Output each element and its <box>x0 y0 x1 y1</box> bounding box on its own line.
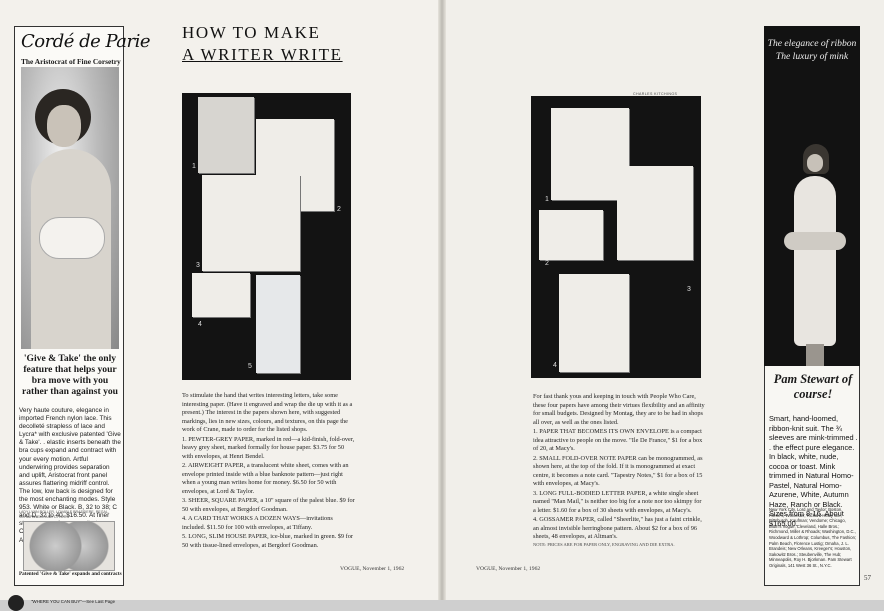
seal-icon <box>8 595 24 611</box>
photo-number: 3 <box>196 262 200 269</box>
title-line-1: HOW TO MAKE <box>182 23 321 42</box>
paper-item: 3. LONG FULL-BODIED LETTER PAPER, a whit… <box>533 489 702 514</box>
paper-sheet-5 <box>256 275 300 373</box>
paper-item: 2. SMALL FOLD-OVER NOTE PAPER can be mon… <box>533 454 703 488</box>
paper-sheet-3 <box>617 166 693 260</box>
page-number: 57 <box>864 574 871 582</box>
ad-headline: 'Give & Take' the only feature that help… <box>21 353 119 397</box>
mink-trim <box>784 232 846 250</box>
left-article-text: To stimulate the hand that writes intere… <box>182 392 356 550</box>
paper-item: 5. LONG, SLIM HOUSE PAPER, ice-blue, mar… <box>182 533 353 549</box>
model-legs <box>806 344 824 366</box>
paper-sheet-1 <box>198 97 254 173</box>
paper-sheet-3 <box>202 175 300 271</box>
ad-brand-subtitle: The Aristocrat of Fine Corsetry <box>21 57 121 66</box>
paper-sheet-4 <box>559 274 629 372</box>
paper-item: 3. SHEER, SQUARE PAPER, a 10" square of … <box>182 497 355 513</box>
photo-number: 4 <box>198 321 202 328</box>
ad-body-copy: Smart, hand-loomed, ribbon-knit suit. Th… <box>769 414 858 528</box>
photo-number: 5 <box>248 363 252 370</box>
paper-item: 1. PAPER THAT BECOMES ITS OWN ENVELOPE i… <box>533 428 703 452</box>
left-folio: VOGUE, November 1, 1962 <box>340 566 405 572</box>
intro-paragraph: To stimulate the hand that writes intere… <box>182 392 353 433</box>
intro-paragraph: For fast thank yous and keeping in touch… <box>533 393 705 426</box>
paper-item: 4. GOSSAMER PAPER, called "Sheerlite," h… <box>533 516 702 540</box>
bra-garment <box>39 217 105 259</box>
patent-caption: Patented 'Give & Take' expands and contr… <box>19 571 122 577</box>
paper-item: 4. A CARD THAT WORKS A DOZEN WAYS—invita… <box>182 515 333 531</box>
stationery-photo-left: 1 2 3 4 5 <box>182 93 351 380</box>
model-suit <box>794 176 836 346</box>
model-face <box>47 105 81 147</box>
article-title: HOW TO MAKE A WRITER WRITE <box>182 22 343 66</box>
bra-inset-photo <box>23 521 115 571</box>
photo-number: 2 <box>545 260 549 267</box>
paper-sheet-2 <box>539 210 603 260</box>
right-folio: VOGUE, November 1, 1962 <box>476 566 541 572</box>
paper-item: 2. AIRWEIGHT PAPER, a translucent white … <box>182 462 349 495</box>
photo-number: 4 <box>553 362 557 369</box>
stationery-photo-right: 1 2 3 4 <box>531 96 701 378</box>
page-gutter <box>438 0 446 600</box>
paper-sheet-4 <box>192 273 250 317</box>
title-line-2: A WRITER WRITE <box>182 45 343 64</box>
corset-advertisement: Cordé de Parie The Aristocrat of Fine Co… <box>8 26 151 611</box>
photo-number: 1 <box>545 196 549 203</box>
paper-sheet-1 <box>551 108 629 200</box>
photo-number: 3 <box>687 286 691 293</box>
ad-model-photo <box>21 67 119 349</box>
photo-credit: CHARLES KITCHINGS <box>633 92 678 96</box>
store-list: New York City, Lord and Taylor; Boston, … <box>769 507 857 568</box>
photo-number: 1 <box>192 163 196 170</box>
ad-brand: Pam Stewart of course! <box>773 372 853 401</box>
mink-ad-photo: The elegance of ribbon The luxury of min… <box>764 26 860 366</box>
photo-number: 2 <box>337 206 341 213</box>
ad-small-caption: LADY LYNN ROLLER, LOVABLE BRASSIERE, REG… <box>19 510 109 519</box>
right-article-text: For fast thank yous and keeping in touch… <box>533 393 705 548</box>
mink-ad-copy: Pam Stewart of course! Smart, hand-loome… <box>764 366 860 586</box>
price-note: NOTE: PRICES ARE FOR PAPER ONLY, ENGRAVI… <box>533 541 675 547</box>
ad-brand-logo: Cordé de Parie <box>21 31 151 52</box>
model-face <box>807 154 823 172</box>
ad-tagline: The elegance of ribbon The luxury of min… <box>767 38 857 62</box>
paper-item: 1. PEWTER-GREY PAPER, marked in red—a ki… <box>182 435 355 460</box>
